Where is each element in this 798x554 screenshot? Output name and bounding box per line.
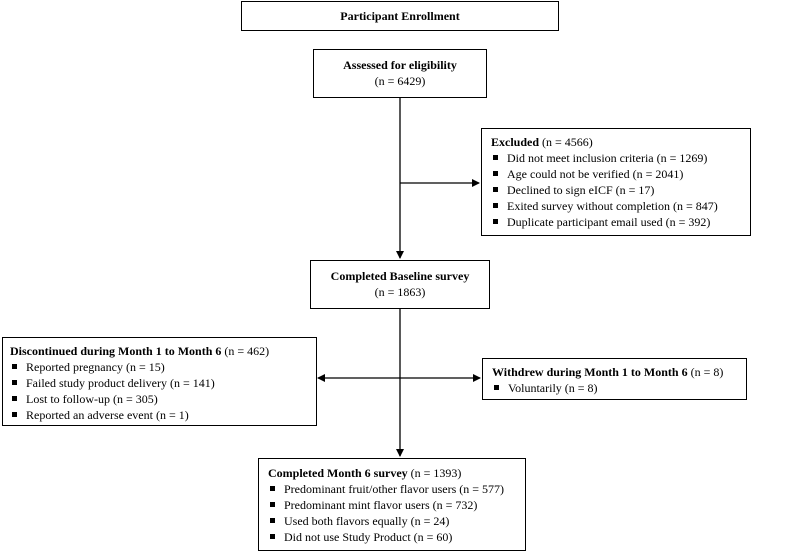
- excluded-count: (n = 4566): [539, 135, 593, 149]
- list-item: Age could not be verified (n = 2041): [491, 166, 750, 182]
- withdrew-count: (n = 8): [687, 365, 724, 379]
- list-item: Exited survey without completion (n = 84…: [491, 198, 750, 214]
- month6-box: Completed Month 6 survey (n = 1393) Pred…: [258, 458, 526, 551]
- month6-header: Completed Month 6 survey (n = 1393): [268, 465, 525, 481]
- list-item: Reported an adverse event (n = 1): [10, 407, 316, 423]
- month6-list: Predominant fruit/other flavor users (n …: [268, 481, 525, 545]
- excluded-list: Did not meet inclusion criteria (n = 126…: [491, 150, 750, 230]
- enrollment-box: Participant Enrollment: [241, 1, 559, 31]
- list-item: Lost to follow-up (n = 305): [10, 391, 316, 407]
- baseline-box: Completed Baseline survey (n = 1863): [310, 260, 490, 309]
- baseline-title: Completed Baseline survey: [330, 269, 470, 283]
- list-item: Voluntarily (n = 8): [492, 380, 746, 396]
- discontinued-title: Discontinued during Month 1 to Month 6: [10, 344, 222, 358]
- list-item: Failed study product delivery (n = 141): [10, 375, 316, 391]
- list-item: Duplicate participant email used (n = 39…: [491, 214, 750, 230]
- discontinued-box: Discontinued during Month 1 to Month 6 (…: [2, 337, 317, 426]
- list-item: Predominant mint flavor users (n = 732): [268, 497, 525, 513]
- discontinued-list: Reported pregnancy (n = 15) Failed study…: [10, 359, 316, 423]
- assessed-title: Assessed for eligibility: [343, 58, 457, 72]
- excluded-title: Excluded: [491, 135, 540, 149]
- withdrew-list: Voluntarily (n = 8): [492, 380, 746, 396]
- list-item: Declined to sign eICF (n = 17): [491, 182, 750, 198]
- excluded-header: Excluded (n = 4566): [491, 134, 750, 150]
- discontinued-header: Discontinued during Month 1 to Month 6 (…: [10, 343, 316, 359]
- assessed-box: Assessed for eligibility (n = 6429): [313, 49, 487, 98]
- list-item: Predominant fruit/other flavor users (n …: [268, 481, 525, 497]
- list-item: Did not meet inclusion criteria (n = 126…: [491, 150, 750, 166]
- list-item: Reported pregnancy (n = 15): [10, 359, 316, 375]
- withdrew-title: Withdrew during Month 1 to Month 6: [492, 365, 688, 379]
- month6-count: (n = 1393): [407, 466, 462, 480]
- assessed-count: (n = 6429): [374, 74, 426, 88]
- list-item: Used both flavors equally (n = 24): [268, 513, 525, 529]
- baseline-count: (n = 1863): [374, 285, 426, 299]
- month6-title: Completed Month 6 survey: [268, 466, 408, 480]
- excluded-box: Excluded (n = 4566) Did not meet inclusi…: [481, 128, 751, 236]
- list-item: Did not use Study Product (n = 60): [268, 529, 525, 545]
- withdrew-header: Withdrew during Month 1 to Month 6 (n = …: [492, 364, 746, 380]
- enrollment-title: Participant Enrollment: [340, 9, 460, 23]
- withdrew-box: Withdrew during Month 1 to Month 6 (n = …: [482, 358, 747, 400]
- discontinued-count: (n = 462): [221, 344, 270, 358]
